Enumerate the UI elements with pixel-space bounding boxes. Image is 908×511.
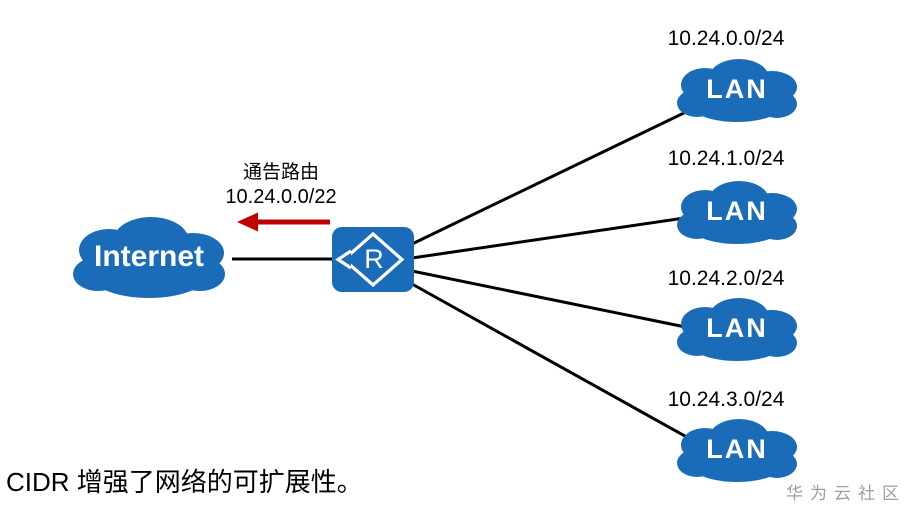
lan1-cloud: LAN xyxy=(668,57,806,125)
router-node: R xyxy=(332,227,414,292)
lan3-ip-label: 10.24.2.0/24 xyxy=(667,267,785,290)
router-label: R xyxy=(364,244,384,274)
lan4-label: LAN xyxy=(706,433,768,464)
lan4-ip-label: 10.24.3.0/24 xyxy=(667,388,785,411)
link-router-lan4 xyxy=(411,282,711,452)
lan2-cloud: LAN xyxy=(668,179,806,247)
router-icon xyxy=(335,231,405,288)
lan2-label: LAN xyxy=(706,195,768,226)
lan4-cloud: LAN xyxy=(668,417,806,485)
lan2-ip-label: 10.24.1.0/24 xyxy=(667,147,785,170)
route-arrow-left xyxy=(237,212,330,232)
watermark-huawei-cloud-community: 华为云社区 xyxy=(786,484,906,503)
lan3-label: LAN xyxy=(706,312,768,343)
link-router-lan3 xyxy=(411,269,701,332)
lan1-ip-label: 10.24.0.0/24 xyxy=(667,27,785,50)
link-router-lan2 xyxy=(411,213,706,260)
cloud-shape xyxy=(677,59,797,122)
link-router-lan1 xyxy=(411,96,716,246)
cloud-shape xyxy=(677,298,797,361)
lan1-label: LAN xyxy=(706,73,768,104)
cloud-shape xyxy=(73,217,225,298)
lan3-cloud: LAN xyxy=(668,296,806,364)
internet-cloud: Internet xyxy=(63,214,235,306)
diagram-caption: CIDR 增强了网络的可扩展性。 xyxy=(6,467,363,497)
route-annotation-prefix: 10.24.0.0/22 xyxy=(225,186,337,208)
cloud-shape xyxy=(677,181,797,244)
route-annotation-title: 通告路由 xyxy=(242,162,319,183)
cloud-shape xyxy=(677,419,797,482)
internet-label: Internet xyxy=(93,240,204,273)
route-annotation: 通告路由 10.24.0.0/22 xyxy=(198,161,364,209)
